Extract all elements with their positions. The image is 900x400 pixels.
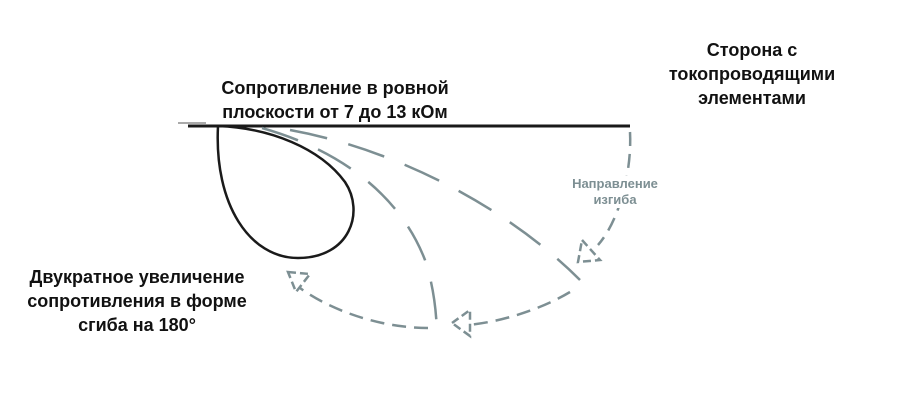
arrowhead-icon — [286, 270, 313, 295]
label-line: сгиба на 180° — [78, 315, 196, 335]
label-line: плоскости от 7 до 13 кОм — [222, 102, 448, 122]
bend-arrow-lower — [467, 290, 571, 327]
conductive-side-label: Сторона с токопроводящими элементами — [652, 38, 852, 110]
label-line: Сторона с — [706, 40, 798, 60]
label-line: Двукратное увеличение — [29, 267, 245, 287]
arrowhead-icon — [449, 307, 472, 339]
bend-stage-arc-2 — [289, 128, 581, 281]
arrowhead-icon — [576, 237, 603, 264]
label-line: токопроводящими — [668, 64, 836, 84]
label-line: сопротивления в форме — [27, 291, 247, 311]
label-line: изгиба — [593, 192, 637, 207]
flat-resistance-label: Сопротивление в ровной плоскости от 7 до… — [205, 76, 465, 124]
bend-arrow-left — [299, 286, 429, 330]
bend-direction-arc — [597, 131, 632, 246]
folded-sensor-loop — [216, 124, 355, 260]
bend-direction-label: Направление изгиба — [560, 176, 670, 208]
label-line: Сопротивление в ровной — [221, 78, 449, 98]
label-line: элементами — [698, 88, 806, 108]
bend-resistance-label: Двукратное увеличение сопротивления в фо… — [12, 265, 262, 337]
bend-stage-arc-1 — [261, 126, 439, 341]
label-line: Направление — [572, 176, 658, 191]
